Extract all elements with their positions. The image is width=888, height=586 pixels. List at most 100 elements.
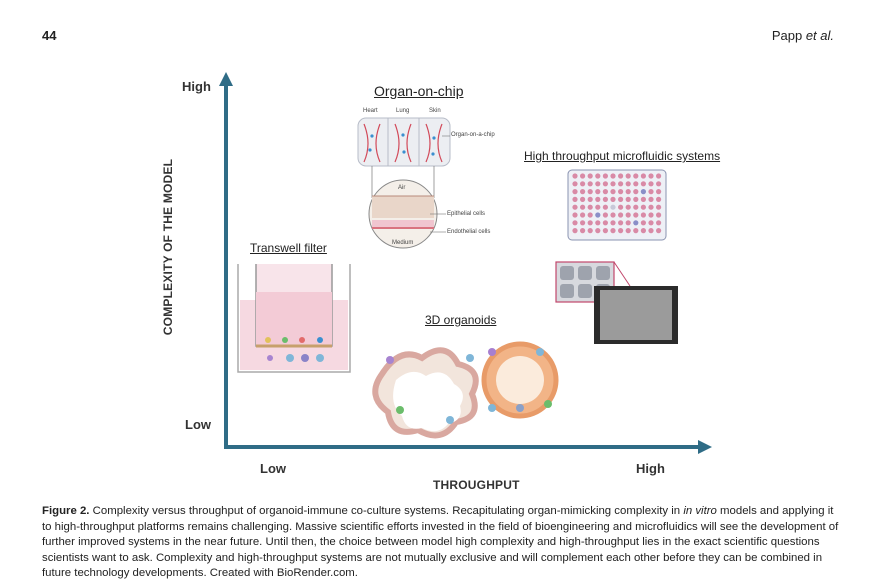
- x-axis-title: THROUGHPUT: [433, 478, 520, 492]
- well: [640, 220, 647, 226]
- well: [648, 220, 654, 226]
- well: [595, 228, 601, 234]
- microfluidic-plate-illustration: [567, 169, 667, 241]
- well: [625, 212, 631, 218]
- well: [640, 204, 647, 210]
- well: [572, 181, 578, 187]
- well: [656, 173, 662, 179]
- well: [587, 189, 593, 195]
- figure-2: High Low COMPLEXITY OF THE MODEL Low Hig…: [161, 72, 721, 492]
- well: [610, 173, 616, 179]
- x-axis-high-label: High: [636, 461, 665, 476]
- well: [656, 189, 662, 195]
- well: [587, 181, 593, 187]
- well: [572, 196, 578, 202]
- well: [580, 196, 586, 202]
- well: [580, 189, 586, 195]
- well: [640, 212, 647, 218]
- well: [580, 212, 586, 218]
- organoids-illustration: [372, 341, 559, 439]
- organ-label-lung: Lung: [396, 108, 410, 114]
- well: [580, 204, 586, 210]
- well: [618, 228, 624, 234]
- well: [656, 204, 662, 210]
- well: [640, 189, 647, 195]
- running-head-etal: et al.: [805, 28, 834, 43]
- well: [648, 181, 654, 187]
- well: [633, 228, 639, 234]
- caption-label: Figure 2.: [42, 505, 90, 517]
- well: [587, 212, 593, 218]
- well: [648, 228, 654, 234]
- well: [602, 212, 609, 218]
- well: [640, 228, 647, 234]
- well: [648, 204, 654, 210]
- well: [648, 196, 654, 202]
- well: [602, 189, 609, 195]
- well: [633, 181, 639, 187]
- well: [648, 212, 654, 218]
- well: [587, 204, 593, 210]
- x-axis-low-label: Low: [260, 461, 286, 476]
- well: [648, 189, 654, 195]
- well: [618, 189, 624, 195]
- page-number: 44: [42, 28, 57, 43]
- well: [625, 173, 631, 179]
- well: [618, 204, 624, 210]
- well: [610, 220, 616, 226]
- well: [625, 196, 631, 202]
- well: [625, 220, 631, 226]
- well: [595, 204, 601, 210]
- microfluidic-title: High throughput microfluidic systems: [524, 149, 721, 163]
- well: [618, 181, 624, 187]
- x-axis-arrow: [698, 440, 712, 454]
- caption-text-2: models and applying it to high-throughpu…: [42, 505, 839, 580]
- well: [618, 212, 624, 218]
- well: [618, 220, 624, 226]
- well: [625, 181, 631, 187]
- microfluidic-chip-illustration: [555, 261, 678, 344]
- well: [602, 173, 609, 179]
- well: [633, 220, 639, 226]
- caption-italic: in vitro: [683, 505, 717, 517]
- well: [602, 196, 609, 202]
- well: [602, 204, 609, 210]
- well: [587, 220, 593, 226]
- well: [580, 181, 586, 187]
- well: [572, 189, 578, 195]
- y-axis-arrow: [219, 72, 233, 86]
- well: [633, 189, 639, 195]
- well: [633, 173, 639, 179]
- well: [610, 228, 616, 234]
- organ-on-chip-title: Organ-on-chip: [374, 83, 464, 99]
- well: [656, 220, 662, 226]
- well: [610, 181, 616, 187]
- well: [633, 212, 639, 218]
- medium-label: Medium: [392, 240, 414, 246]
- running-head: Papp et al.: [772, 28, 834, 43]
- well: [595, 196, 601, 202]
- well: [610, 212, 616, 218]
- well: [625, 204, 631, 210]
- endothelial-cells-label: Endothelial cells: [447, 229, 491, 235]
- well: [618, 196, 624, 202]
- well: [602, 228, 609, 234]
- y-axis-low-label: Low: [185, 417, 211, 432]
- well: [595, 212, 601, 218]
- well: [618, 173, 624, 179]
- organ-label-skin: Skin: [429, 108, 441, 114]
- organ-label-heart: Heart: [363, 108, 378, 114]
- well: [656, 181, 662, 187]
- running-head-authors: Papp: [771, 28, 803, 43]
- well: [595, 173, 601, 179]
- well: [625, 228, 631, 234]
- well: [587, 173, 593, 179]
- well: [587, 228, 593, 234]
- well: [580, 228, 586, 234]
- well: [580, 173, 586, 179]
- well: [640, 196, 647, 202]
- well: [640, 181, 647, 187]
- well: [610, 196, 616, 202]
- well: [572, 228, 578, 234]
- y-axis-high-label: High: [182, 79, 211, 94]
